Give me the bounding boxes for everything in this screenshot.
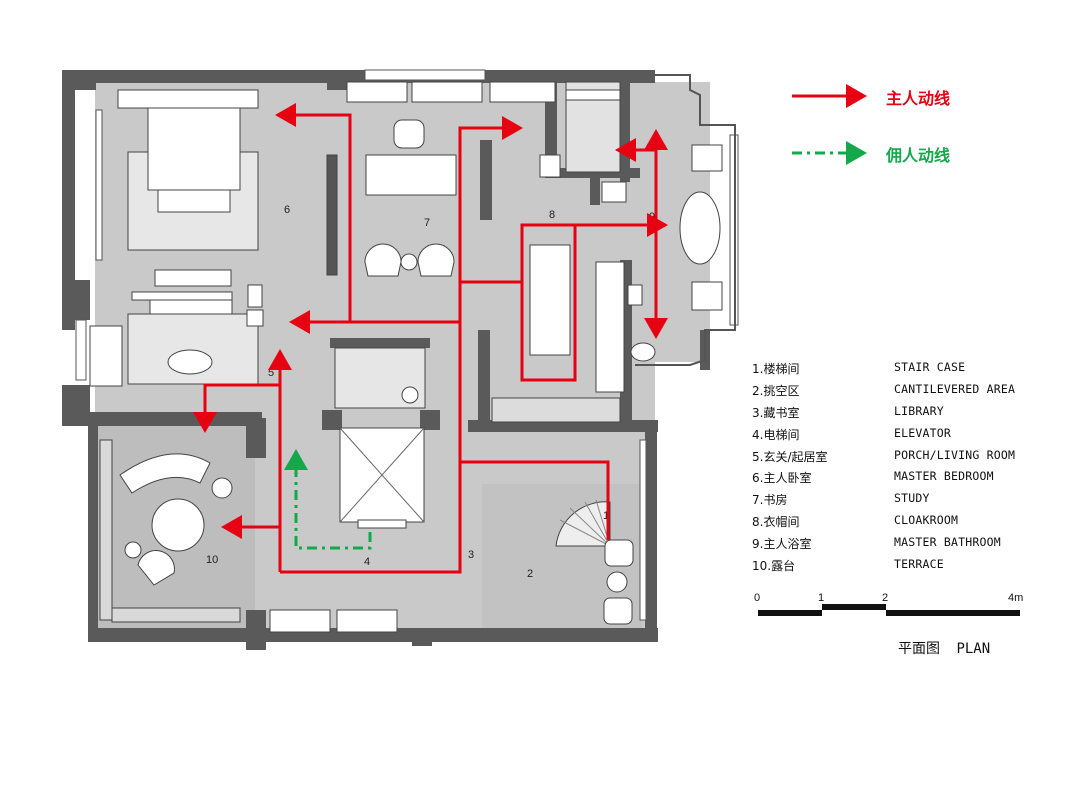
legend-zh: 10.露台 — [752, 559, 796, 573]
owner-route — [193, 103, 668, 574]
scale-bar — [758, 604, 1020, 616]
chair-left — [364, 243, 402, 277]
legend-en: STAIR CASE — [894, 360, 966, 374]
legend-en: LIBRARY — [894, 404, 944, 418]
plan-title-en: PLAN — [956, 641, 991, 657]
scale-label: 1 — [818, 592, 825, 604]
room-num: 10 — [206, 554, 218, 566]
legend-en: STUDY — [894, 491, 930, 505]
legend-en: MASTER BATHROOM — [894, 535, 1001, 549]
legend-zh: 4.电梯间 — [752, 428, 800, 442]
plan-title: 平面图 PLAN — [898, 638, 990, 658]
island — [529, 244, 571, 356]
furniture — [89, 81, 723, 633]
flow-legend-arrows — [792, 84, 867, 165]
legend-zh: 8.衣帽间 — [752, 515, 800, 529]
legend-en: MASTER BEDROOM — [894, 469, 994, 483]
terrace-table — [151, 498, 205, 552]
scale-label: 2 — [882, 592, 889, 604]
bed — [147, 104, 241, 191]
desk — [365, 154, 457, 196]
coffee-table — [167, 349, 213, 375]
legend-en: CLOAKROOM — [894, 513, 959, 527]
room-num: 1 — [603, 510, 609, 522]
room-num: 2 — [527, 568, 533, 580]
room-num: 7 — [424, 217, 430, 229]
room-num: 4 — [364, 556, 370, 568]
scale-label: 0 — [754, 592, 761, 604]
toilet — [630, 342, 656, 362]
owner-route-label: 主人动线 — [886, 89, 951, 108]
plan-title-zh: 平面图 — [898, 641, 940, 657]
scale-label: 4m — [1008, 592, 1024, 604]
legend-en: TERRACE — [894, 557, 944, 571]
legend-en: ELEVATOR — [894, 426, 951, 440]
spiral-stair — [555, 501, 611, 547]
legend-zh: 9.主人浴室 — [752, 537, 812, 551]
room-num: 8 — [549, 209, 555, 221]
room-num: 5 — [268, 367, 274, 379]
curved-sofa — [119, 453, 211, 494]
servant-route — [284, 449, 372, 550]
room-num: 9 — [649, 211, 655, 223]
room-num: 3 — [468, 549, 474, 561]
bath-bay — [635, 74, 736, 366]
legend-zh: 5.玄关/起居室 — [752, 450, 828, 464]
legend-zh: 1.楼梯间 — [752, 362, 800, 376]
legend-en: PORCH/LIVING ROOM — [894, 448, 1016, 462]
bathtub — [679, 191, 721, 265]
legend-en: CANTILEVERED AREA — [894, 382, 1016, 396]
legend-zh: 7.书房 — [752, 493, 788, 507]
chair-right — [417, 243, 455, 277]
partition — [326, 154, 338, 276]
servant-route-label: 佣人动线 — [886, 146, 951, 165]
legend-zh: 2.挑空区 — [752, 384, 800, 398]
legend-zh: 6.主人卧室 — [752, 471, 812, 485]
room-num: 6 — [284, 204, 290, 216]
legend-zh: 3.藏书室 — [752, 406, 800, 420]
